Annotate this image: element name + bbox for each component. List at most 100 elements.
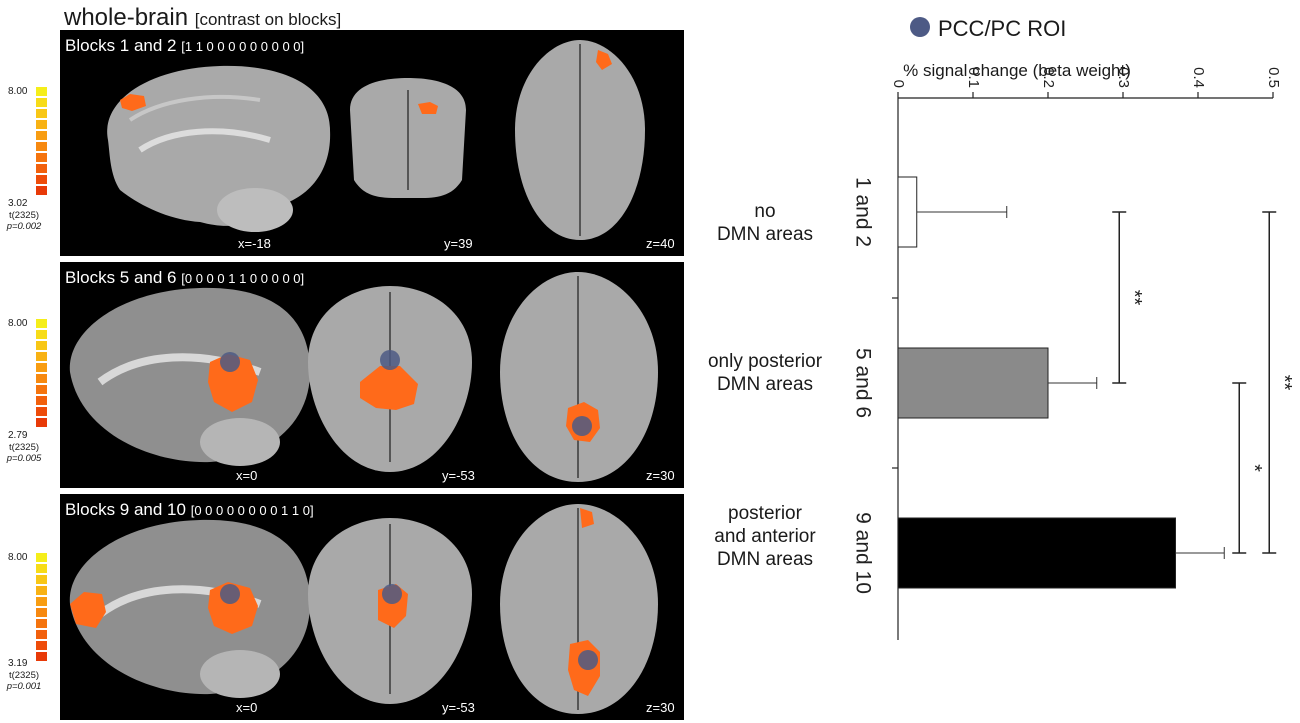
colorbar-cell xyxy=(36,586,47,595)
axial-slice xyxy=(500,272,658,482)
x-axis-label: % signal change (beta weight) xyxy=(903,61,1131,80)
bar xyxy=(897,517,1176,589)
colorbar-max: 8.00 xyxy=(8,318,28,329)
brain-slices xyxy=(69,272,658,482)
coronal-slice xyxy=(350,78,466,199)
colorbar-cells xyxy=(36,319,47,429)
figure-title: whole-brain [contrast on blocks] xyxy=(64,4,341,32)
contrast-vector: [0 0 0 0 1 1 0 0 0 0 0] xyxy=(181,271,305,286)
significance-label: ** xyxy=(1123,290,1145,306)
bar xyxy=(897,176,918,248)
colorbar-cell xyxy=(36,418,47,427)
coord-x: x=0 xyxy=(236,700,258,715)
significance-label: * xyxy=(1243,464,1265,472)
colorbar-cell xyxy=(36,109,47,118)
panel-label: Blocks 1 and 2 xyxy=(65,36,177,55)
colorbar-cell xyxy=(36,363,47,372)
value-tick-label: 0.1 xyxy=(965,67,982,88)
activation-blob xyxy=(208,354,258,412)
brain-panel-1: Blocks 1 and 2 [1 1 0 0 0 0 0 0 0 0 0] x… xyxy=(60,30,684,256)
colorbar-cell xyxy=(36,131,47,140)
colorbar-cell xyxy=(36,564,47,573)
colorbar-cell xyxy=(36,153,47,162)
category-label: 9 and 10 xyxy=(851,512,874,594)
brain-slices xyxy=(107,40,645,240)
activation-blob xyxy=(120,94,146,111)
colorbar-max: 8.00 xyxy=(8,552,28,563)
stat-p: p=0.002 xyxy=(6,221,42,232)
significance-label: ** xyxy=(1273,375,1295,391)
coord-y: y=-53 xyxy=(442,468,475,483)
stat-label: t(2325) p=0.001 xyxy=(2,670,46,692)
value-tick-label: 0.2 xyxy=(1040,67,1057,88)
stat-label: t(2325) p=0.002 xyxy=(2,210,46,232)
value-tick-label: 0.4 xyxy=(1190,67,1207,88)
roi-marker xyxy=(220,352,240,372)
legend-label: PCC/PC ROI xyxy=(938,16,1066,41)
colorbar-cell xyxy=(36,407,47,416)
colorbar-cell xyxy=(36,619,47,628)
figure-title-main: whole-brain xyxy=(64,4,189,31)
colorbar-2: 8.00 2.79 t(2325) p=0.005 xyxy=(0,318,58,478)
panel-3-description: posterior and anterior DMN areas xyxy=(680,502,850,571)
axial-slice xyxy=(515,40,645,240)
coord-z: z=30 xyxy=(646,468,675,483)
colorbar-cell xyxy=(36,87,47,96)
sagittal-slice xyxy=(107,65,331,232)
colorbar-cell xyxy=(36,385,47,394)
activation-blob xyxy=(70,592,106,628)
colorbar-cell xyxy=(36,120,47,129)
colorbar-3: 8.00 3.19 t(2325) p=0.001 xyxy=(0,552,58,712)
stat-label: t(2325) p=0.005 xyxy=(2,442,46,464)
roi-marker xyxy=(572,416,592,436)
roi-marker xyxy=(382,584,402,604)
colorbar-cell xyxy=(36,164,47,173)
colorbar-max: 8.00 xyxy=(8,86,28,97)
bar-chart: PCC/PC ROI % signal change (beta weight)… xyxy=(851,16,1295,640)
contrast-vector: [0 0 0 0 0 0 0 0 1 1 0] xyxy=(190,503,314,518)
colorbar-cell xyxy=(36,641,47,650)
colorbar-cell xyxy=(36,575,47,584)
colorbar-cell xyxy=(36,553,47,562)
panel-label: Blocks 5 and 6 xyxy=(65,268,177,287)
desc-line: DMN areas xyxy=(716,224,814,245)
desc-line: no xyxy=(754,201,776,222)
coord-y: y=-53 xyxy=(442,700,475,715)
colorbar-cells xyxy=(36,553,47,663)
activation-blob xyxy=(596,50,612,70)
colorbar-cell xyxy=(36,352,47,361)
activation-blob xyxy=(418,102,438,114)
value-tick-label: 0.3 xyxy=(1115,67,1132,88)
category-label: 5 and 6 xyxy=(851,348,874,418)
colorbar-cell xyxy=(36,330,47,339)
panel-title: Blocks 1 and 2 [1 1 0 0 0 0 0 0 0 0 0] xyxy=(65,36,304,56)
colorbar-cell xyxy=(36,630,47,639)
value-tick-label: 0.5 xyxy=(1265,67,1282,88)
roi-marker xyxy=(380,350,400,370)
colorbar-cell xyxy=(36,374,47,383)
panel-2-description: only posterior DMN areas xyxy=(680,350,850,396)
colorbar-cell xyxy=(36,396,47,405)
colorbar-cell xyxy=(36,608,47,617)
activation-blob xyxy=(360,366,418,410)
colorbar-1: 8.00 3.02 t(2325) p=0.002 xyxy=(0,86,58,246)
stat-df: t(2325) xyxy=(8,442,40,453)
colorbar-min: 3.02 xyxy=(8,198,28,209)
colorbar-cell xyxy=(36,597,47,606)
colorbar-cell xyxy=(36,652,47,661)
brain-slices xyxy=(69,504,658,714)
coord-y: y=39 xyxy=(444,236,473,251)
colorbar-cell xyxy=(36,175,47,184)
colorbar-cell xyxy=(36,98,47,107)
desc-line: DMN areas xyxy=(716,374,814,395)
colorbar-min: 3.19 xyxy=(8,658,28,669)
stat-p: p=0.001 xyxy=(6,681,42,692)
desc-line: DMN areas xyxy=(716,549,814,570)
panel-title: Blocks 9 and 10 [0 0 0 0 0 0 0 0 1 1 0] xyxy=(65,500,314,520)
coord-z: z=30 xyxy=(646,700,675,715)
brain-panel-2: Blocks 5 and 6 [0 0 0 0 1 1 0 0 0 0 0] x… xyxy=(60,262,684,488)
category-label: 1 and 2 xyxy=(851,177,874,247)
colorbar-min: 2.79 xyxy=(8,430,28,441)
desc-line: posterior xyxy=(728,503,802,524)
